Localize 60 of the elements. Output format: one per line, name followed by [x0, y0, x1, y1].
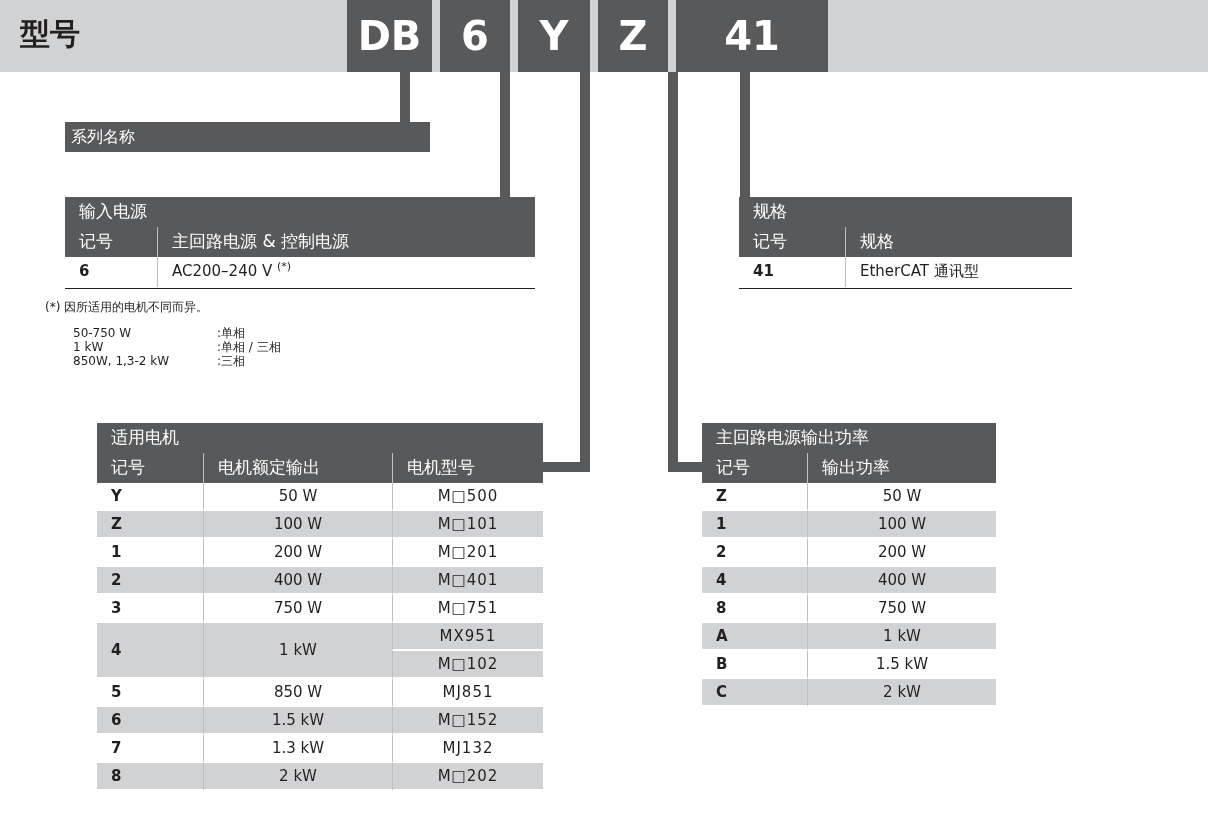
column-header: 规格 [845, 227, 1072, 257]
table-cell: 6 [97, 707, 203, 735]
table-title: 适用电机 [97, 423, 543, 453]
table-cell: M□152 [392, 707, 543, 735]
table-cell: 4 [97, 623, 203, 679]
column-header: 记号 [702, 453, 807, 483]
code-box: DB [347, 0, 432, 72]
connector-line [668, 72, 702, 472]
table-cell: 8 [97, 763, 203, 791]
footnote-text: :单相 [217, 326, 246, 340]
table-cell: Z [97, 511, 203, 539]
table-cell: 1 [702, 511, 807, 539]
column-header: 主回路电源 & 控制电源 [157, 227, 535, 257]
table-cell: 100 W [807, 511, 996, 539]
footnote: (*) 因所适用的电机不同而异。 [45, 300, 209, 314]
table-cell: 4 [702, 567, 807, 595]
column-header: 电机额定输出 [203, 453, 392, 483]
column-header: 输出功率 [807, 453, 996, 483]
table-title: 输入电源 [65, 197, 535, 227]
table-cell: M□202 [392, 763, 543, 791]
column-header: 记号 [97, 453, 203, 483]
table-title: 规格 [739, 197, 1072, 227]
spec-table [739, 197, 1072, 289]
footnote-text: :单相 / 三相 [217, 340, 281, 354]
spec-table [702, 423, 996, 707]
connector-line [740, 72, 750, 197]
column-header: 记号 [65, 227, 157, 257]
table-cell: M□101 [392, 511, 543, 539]
code-box: 41 [676, 0, 828, 72]
connector-line [543, 72, 590, 472]
connector-line [500, 72, 510, 197]
footnote-text: 850W, 1,3-2 kW [73, 354, 170, 368]
table-cell: M□401 [392, 567, 543, 595]
table-cell: MX951 [392, 623, 543, 651]
title: 型号 [20, 15, 80, 53]
code-box: Y [518, 0, 590, 72]
footnote-text: 1 kW [73, 340, 104, 354]
table-cell: 2 kW [203, 763, 392, 791]
table-cell: 2 [97, 567, 203, 595]
spec-table [97, 423, 543, 791]
table-cell: 100 W [203, 511, 392, 539]
table-cell: 400 W [807, 567, 996, 595]
column-header: 记号 [739, 227, 845, 257]
table-cell: M□102 [392, 651, 543, 679]
code-box: 6 [440, 0, 510, 72]
spec-table [65, 197, 535, 289]
column-header: 电机型号 [392, 453, 543, 483]
table-cell: A [702, 623, 807, 651]
series-name-bar: 系列名称 [65, 122, 430, 152]
code-box: Z [598, 0, 668, 72]
footnote-text: 50-750 W [73, 326, 132, 340]
connector-line [400, 72, 410, 122]
table-cell: C [702, 679, 807, 707]
table-title: 主回路电源输出功率 [702, 423, 996, 453]
table-cell: 1.5 kW [203, 707, 392, 735]
footnote-text: :三相 [217, 354, 246, 368]
table-cell: 1 kW [203, 623, 392, 679]
table-cell: 1 kW [807, 623, 996, 651]
table-cell: 400 W [203, 567, 392, 595]
table-cell: 2 kW [807, 679, 996, 707]
